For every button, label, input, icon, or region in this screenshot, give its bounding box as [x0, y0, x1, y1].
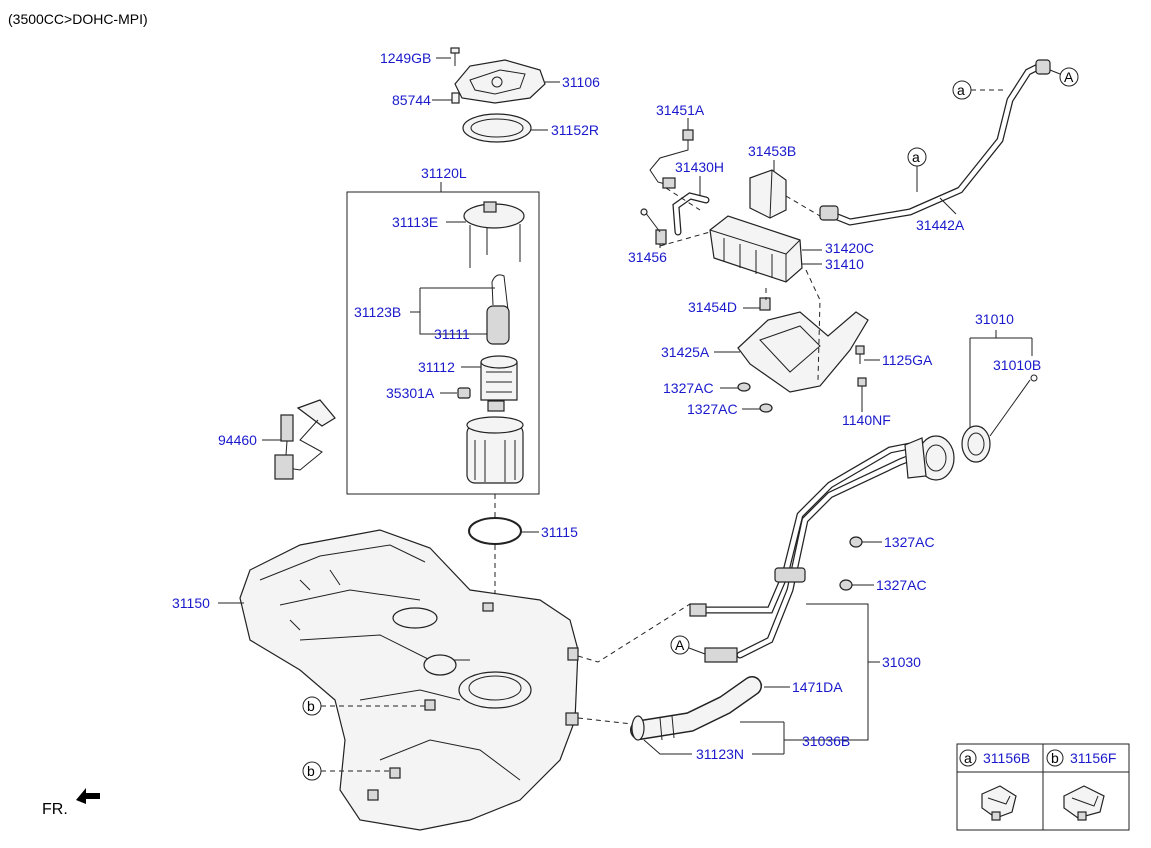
callout-A-top: A [1059, 67, 1079, 87]
fuel-pump-31111 [486, 305, 510, 345]
pump-flange-31113E [463, 201, 525, 268]
fuel-tank-31150 [239, 529, 579, 831]
label-94460: 94460 [218, 432, 257, 448]
label-31113E: 31113E [392, 214, 438, 230]
label-31456: 31456 [628, 249, 667, 265]
svg-text:A: A [1064, 69, 1074, 85]
pump-hose-31123B [491, 274, 509, 311]
lock-ring-31152R [462, 113, 532, 143]
svg-text:a: a [957, 82, 965, 98]
label-1327AC-c: 1327AC [884, 534, 935, 550]
svg-text:b: b [307, 698, 315, 714]
legend-table: a 31156B b 31156F [956, 743, 1130, 831]
label-1327AC-a: 1327AC [663, 380, 714, 396]
nuts-1327AC-bracket [737, 382, 773, 413]
valve-31456 [640, 208, 667, 245]
label-31453B: 31453B [748, 143, 796, 159]
clip-31156F-icon [1063, 785, 1105, 821]
svg-text:b: b [1051, 750, 1059, 766]
bracket-31425A [737, 297, 869, 393]
label-31030: 31030 [882, 654, 921, 670]
label-31152R: 31152R [551, 122, 599, 138]
vapor-line-31442A [819, 59, 1051, 226]
label-31430H: 31430H [675, 159, 724, 175]
label-31420C: 31420C [825, 240, 874, 256]
pump-module-frame [346, 191, 540, 495]
label-31115: 31115 [541, 524, 578, 540]
label-31442A: 31442A [916, 217, 965, 233]
label-31106: 31106 [562, 74, 600, 90]
cover-plate-31106 [454, 59, 546, 104]
label-31123N: 31123N [696, 746, 744, 762]
label-1125GA: 1125GA [882, 352, 933, 368]
label-1327AC-b: 1327AC [687, 401, 738, 417]
bolt-1125GA [855, 345, 865, 364]
bolt-85744 [451, 92, 460, 104]
nuts-1327AC-neck [839, 536, 863, 591]
label-31410: 31410 [825, 256, 864, 272]
svg-text:b: b [307, 763, 315, 779]
label-31454D: 31454D [688, 299, 737, 315]
label-31451A: 31451A [656, 102, 705, 118]
label-31111: 31111 [434, 326, 470, 342]
label-31150: 31150 [172, 595, 210, 611]
legend-part-b: 31156F [1070, 750, 1116, 766]
label-1249GB: 1249GB [380, 50, 431, 66]
regulator-35301A [457, 387, 471, 399]
level-sender-94460 [274, 399, 336, 480]
svg-text:A: A [675, 637, 685, 653]
callout-a-mid: a [907, 147, 927, 167]
label-31036B: 31036B [802, 733, 850, 749]
canister-31410 [709, 215, 803, 283]
bolt-1140NF [857, 377, 867, 404]
label-31123B: 31123B [354, 304, 401, 320]
reservoir-cup [466, 416, 524, 484]
callout-b-lower: b [302, 761, 322, 781]
label-31010: 31010 [975, 311, 1014, 327]
filler-cap-31010 [961, 374, 1038, 463]
bolt-1249GB [450, 47, 460, 66]
label-35301A: 35301A [386, 385, 435, 401]
fuel-filter-31112 [480, 355, 518, 412]
callout-A-bottom: A [670, 635, 690, 655]
engine-spec-header: (3500CC>DOHC-MPI) [8, 11, 148, 27]
vapor-hose-31430H [672, 192, 710, 236]
label-85744: 85744 [392, 92, 431, 108]
label-1471DA: 1471DA [792, 679, 843, 695]
label-31112: 31112 [418, 359, 455, 375]
front-indicator-label: FR. [42, 801, 68, 818]
gasket-31115 [468, 517, 522, 545]
filler-neck-31030 [689, 435, 955, 663]
label-31120L: 31120L [421, 165, 467, 181]
clip-31156B-icon [981, 785, 1017, 821]
callout-a-top: a [952, 80, 972, 100]
svg-text:a: a [964, 750, 972, 766]
label-31425A: 31425A [661, 344, 710, 360]
label-31010B: 31010B [993, 357, 1041, 373]
callout-b-upper: b [302, 696, 322, 716]
filter-31453B [749, 169, 787, 219]
svg-text:a: a [912, 149, 920, 165]
filler-hose-31036B [630, 676, 762, 741]
front-arrow-icon [76, 788, 100, 804]
legend-part-a: 31156B [983, 750, 1030, 766]
label-1327AC-d: 1327AC [876, 577, 927, 593]
label-1140NF: 1140NF [842, 412, 891, 428]
